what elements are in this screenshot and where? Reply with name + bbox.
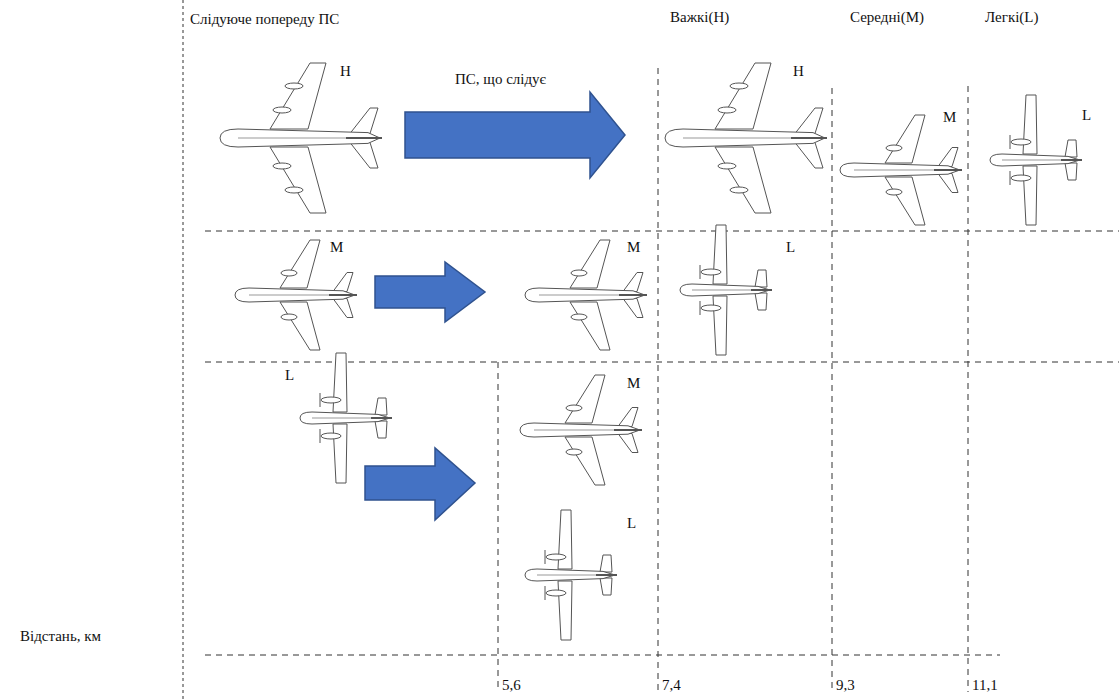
aircraft-l xyxy=(680,225,772,355)
grid-lines xyxy=(183,0,1119,700)
category-letter: H xyxy=(340,62,351,80)
arrow-label: ПС, що слідує xyxy=(455,70,546,88)
axis-title: Відстань, км xyxy=(20,627,101,645)
category-letter: L xyxy=(786,238,795,256)
aircraft-m xyxy=(840,115,962,225)
flow-arrows xyxy=(365,92,625,520)
column-header: Слідуюче попереду ПС xyxy=(190,10,339,28)
aircraft-m xyxy=(520,375,642,485)
distance-value: 5,6 xyxy=(502,676,521,694)
column-header: Важкі(H) xyxy=(670,8,729,26)
distance-value: 9,3 xyxy=(836,676,855,694)
category-letter: H xyxy=(793,62,804,80)
aircraft-m xyxy=(525,240,647,350)
category-letter: M xyxy=(330,238,343,256)
aircraft-m xyxy=(235,240,357,350)
aircraft-l xyxy=(525,510,617,640)
distance-value: 7,4 xyxy=(662,676,681,694)
aircraft xyxy=(220,63,1082,640)
category-letter: L xyxy=(627,514,636,532)
aircraft-l xyxy=(300,353,392,483)
category-letter: M xyxy=(627,238,640,256)
column-header: Середні(M) xyxy=(850,8,924,26)
category-letter: M xyxy=(943,108,956,126)
category-letter: L xyxy=(1082,106,1091,124)
distance-value: 11,1 xyxy=(972,676,998,694)
category-letter: L xyxy=(285,366,294,384)
aircraft-h xyxy=(665,63,827,213)
aircraft-h xyxy=(220,63,382,213)
aircraft-l xyxy=(990,95,1082,225)
column-header: Легкі(L) xyxy=(985,8,1039,26)
category-letter: M xyxy=(627,374,640,392)
